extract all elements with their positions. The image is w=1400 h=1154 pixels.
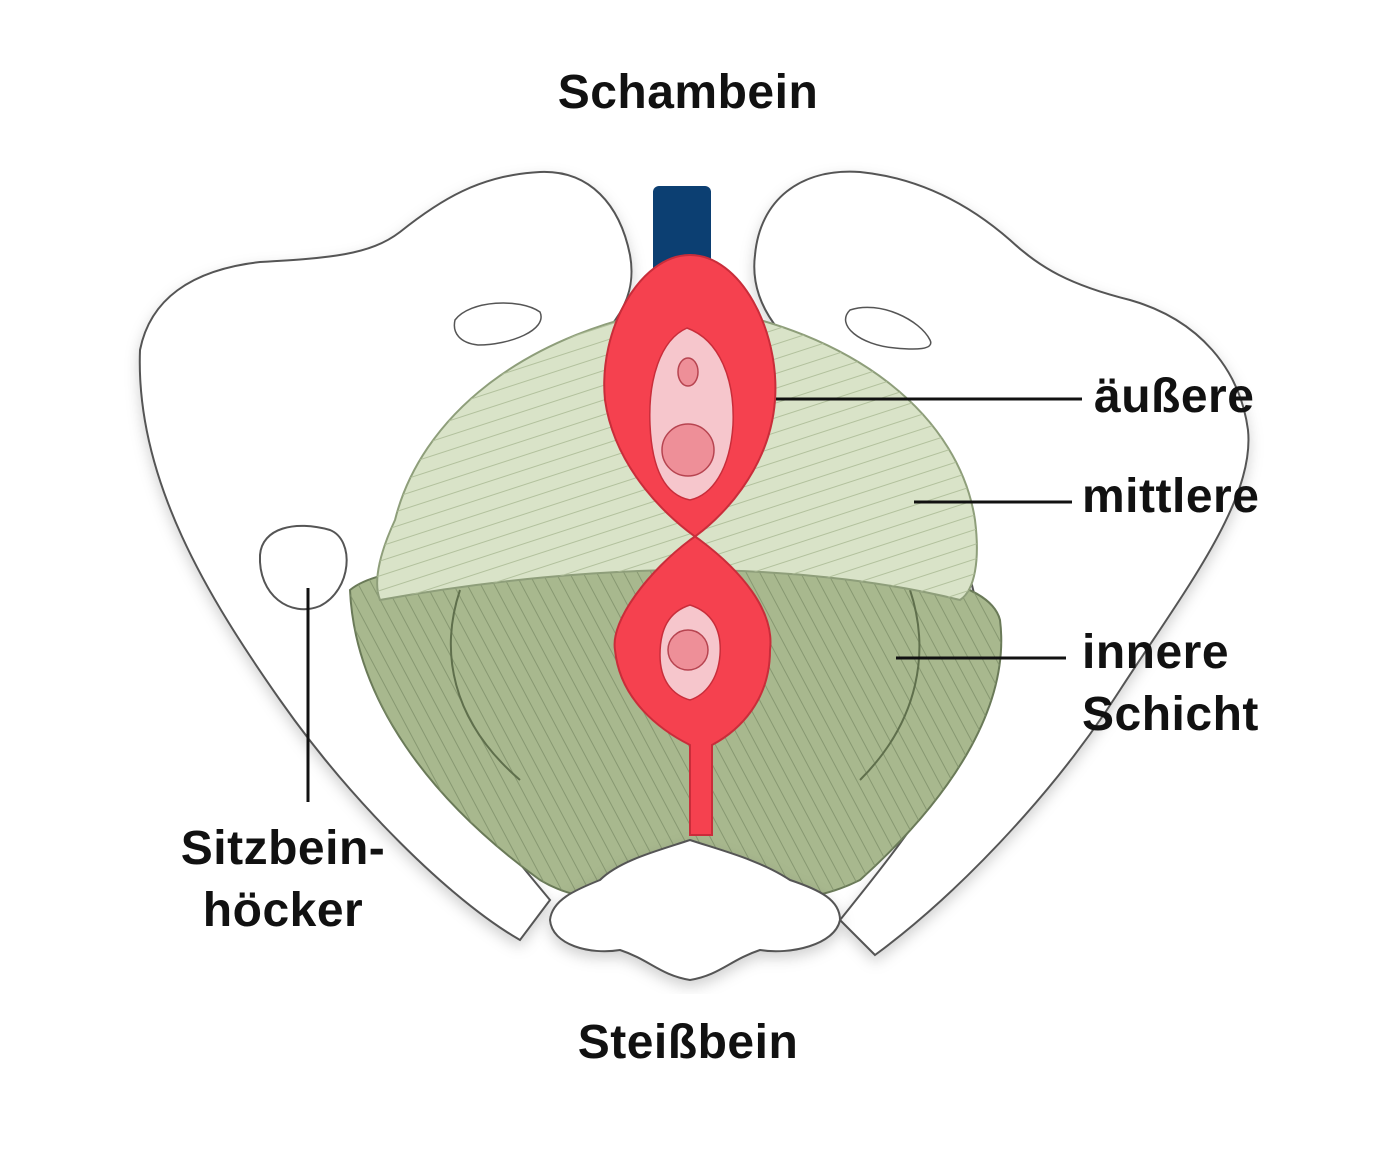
outer-muscle-layer [603,253,777,836]
ischial-label-line2: höcker [202,884,364,937]
coccyx-label: Steißbein [577,1016,799,1069]
ischial-tuberosity-label: Sitzbein- höcker [158,818,408,942]
ischial-label-line1: Sitzbein- [180,822,386,875]
coccyx [548,838,842,982]
vaginal-opening [661,423,715,477]
pubic-bone-label: Schambein [557,66,819,119]
inner-layer-label: innere Schicht [1082,622,1259,746]
outer-layer-label: äußere [1094,370,1255,423]
urethra-opening [677,357,699,387]
anal-opening [667,629,709,671]
inner-layer-label-line2: Schicht [1082,688,1259,741]
middle-layer-label: mittlere [1082,470,1260,523]
inner-layer-label-line1: innere [1082,626,1230,679]
